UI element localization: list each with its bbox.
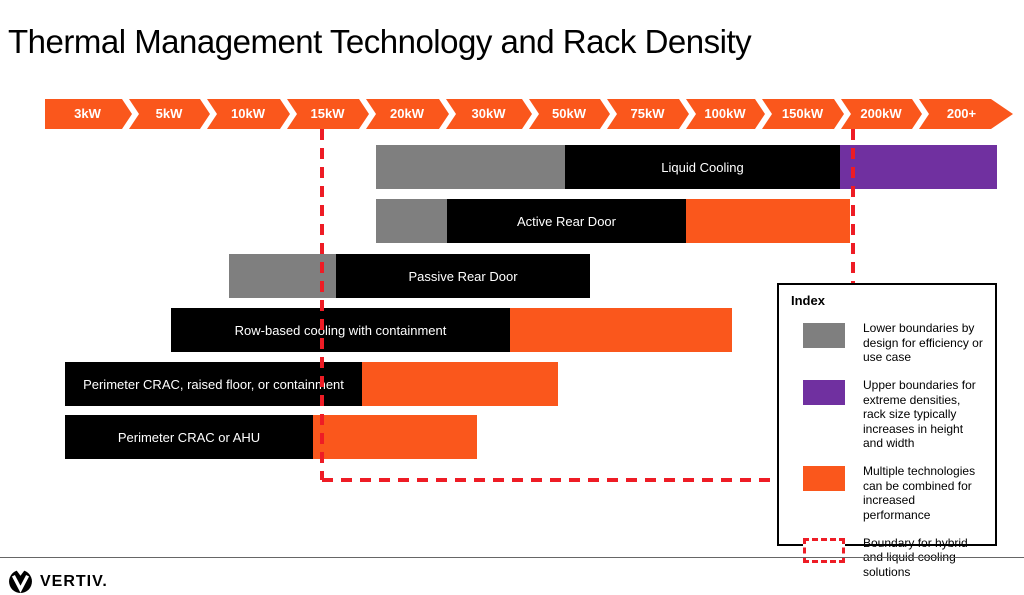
bar-label: Perimeter CRAC, raised floor, or contain… (83, 376, 344, 392)
bar-label: Perimeter CRAC or AHU (117, 429, 261, 445)
legend-title: Index (791, 293, 825, 308)
axis-label-75kw: 75kW (630, 106, 665, 121)
bar-label: Row-based cooling with containment (234, 322, 447, 338)
bar-liquid-cooling-black-segment: Liquid Cooling (565, 145, 840, 189)
bar-liquid-cooling-purple-segment (840, 145, 997, 189)
axis-label-30kw: 30kW (471, 106, 506, 121)
bar-active-rear-door-gray-segment (376, 199, 447, 243)
hybrid-boundary-vertical-line (851, 129, 855, 283)
bar-label: Liquid Cooling (661, 159, 744, 175)
legend-item-text: Multiple technologies can be combined fo… (863, 464, 976, 522)
bar-label: Active Rear Door (517, 213, 616, 229)
axis-label-10kw: 10kW (231, 106, 265, 121)
hybrid-boundary-horizontal-line (322, 478, 777, 482)
axis-label-3kw: 3kW (74, 106, 101, 121)
legend-item: Lower boundaries by design for efficienc… (791, 321, 985, 365)
axis-label-20kw: 20kW (390, 106, 424, 121)
bar-passive-rear-door-black-segment: Passive Rear Door (336, 254, 590, 298)
bar-perimeter-crac-raised-floor-orange-segment (362, 362, 558, 406)
legend-item: Multiple technologies can be combined fo… (791, 464, 985, 523)
axis-label-15kw: 15kW (310, 106, 345, 121)
bar-active-rear-door-orange-segment (686, 199, 850, 243)
axis-label-5kw: 5kW (155, 106, 183, 121)
legend-item: Upper boundaries for extreme densities, … (791, 378, 985, 451)
page-title: Thermal Management Technology and Rack D… (8, 23, 752, 61)
legend-swatch-dashed (803, 537, 845, 563)
bar-perimeter-crac-ahu-orange-segment (313, 415, 477, 459)
legend-swatch-gray (803, 323, 845, 348)
bar-label: Passive Rear Door (408, 268, 518, 284)
axis-label-200plus: 200+ (946, 106, 977, 121)
bar-liquid-cooling-gray-segment (376, 145, 565, 189)
bar-perimeter-crac-ahu-black-segment: Perimeter CRAC or AHU (65, 415, 313, 459)
bar-row-based-cooling-black-segment: Row-based cooling with containment (171, 308, 510, 352)
bar-active-rear-door-black-segment: Active Rear Door (447, 199, 686, 243)
bar-row-based-cooling-orange-segment (510, 308, 732, 352)
axis-label-50kw: 50kW (552, 106, 586, 121)
axis-label-200kw: 200kW (860, 106, 902, 121)
legend-item-text: Lower boundaries by design for efficienc… (863, 321, 983, 365)
legend-swatch-orange (803, 466, 845, 491)
vertiv-logo: VERTIV. (8, 569, 108, 594)
axis-label-150kw: 150kW (781, 106, 824, 121)
legend-swatch-purple (803, 379, 845, 405)
bar-perimeter-crac-raised-floor-black-segment: Perimeter CRAC, raised floor, or contain… (65, 362, 362, 406)
legend: Index Lower boundaries by design for eff… (777, 283, 997, 579)
hybrid-boundary-vertical-line (320, 129, 324, 480)
bar-passive-rear-door-gray-segment (229, 254, 336, 298)
axis-label-100kw: 100kW (704, 106, 746, 121)
legend-item-text: Upper boundaries for extreme densities, … (863, 377, 976, 451)
vertiv-logo-text: VERTIV. (40, 572, 108, 590)
footer-divider (0, 557, 1024, 558)
vertiv-bird-icon (9, 569, 32, 593)
